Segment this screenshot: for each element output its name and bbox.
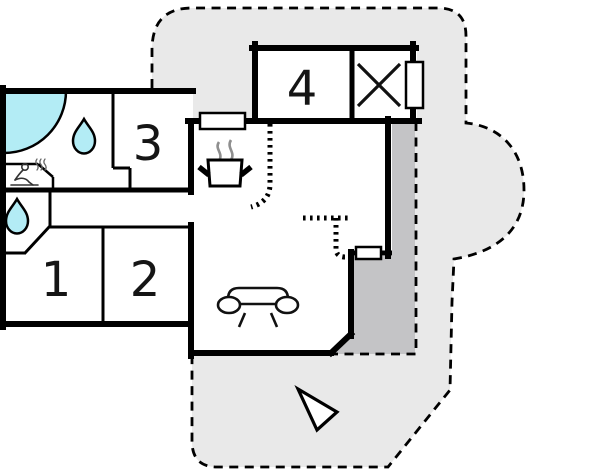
- storage-cross-icon: [356, 62, 402, 108]
- inner-walls: [0, 88, 191, 324]
- outer-walls: [0, 41, 422, 359]
- sofa-icon: [216, 286, 300, 328]
- window-marker: [354, 245, 383, 261]
- sauna-icon: [10, 158, 47, 186]
- door-swing-line: [333, 218, 346, 260]
- room-2-label: 2: [130, 252, 161, 308]
- stove-icon: [197, 139, 253, 188]
- corner-bathtub-icon: [2, 89, 68, 155]
- water-drop-icon: [71, 116, 97, 155]
- sauna-partition: [0, 162, 55, 190]
- room-labels: 1 2 3 4: [41, 61, 318, 308]
- room-3-label: 3: [133, 116, 164, 172]
- door-swing-lines: [250, 124, 352, 260]
- window-marker: [198, 111, 247, 131]
- room-4-label: 4: [287, 61, 318, 117]
- north-arrow-icon: [294, 385, 340, 433]
- windows: [198, 60, 425, 261]
- heavy-inner-walls: [0, 46, 392, 256]
- terrace-dashed-outline: [150, 6, 526, 469]
- window-marker: [404, 60, 425, 110]
- room-1-label: 1: [41, 252, 72, 308]
- water-drop-icon: [4, 196, 30, 235]
